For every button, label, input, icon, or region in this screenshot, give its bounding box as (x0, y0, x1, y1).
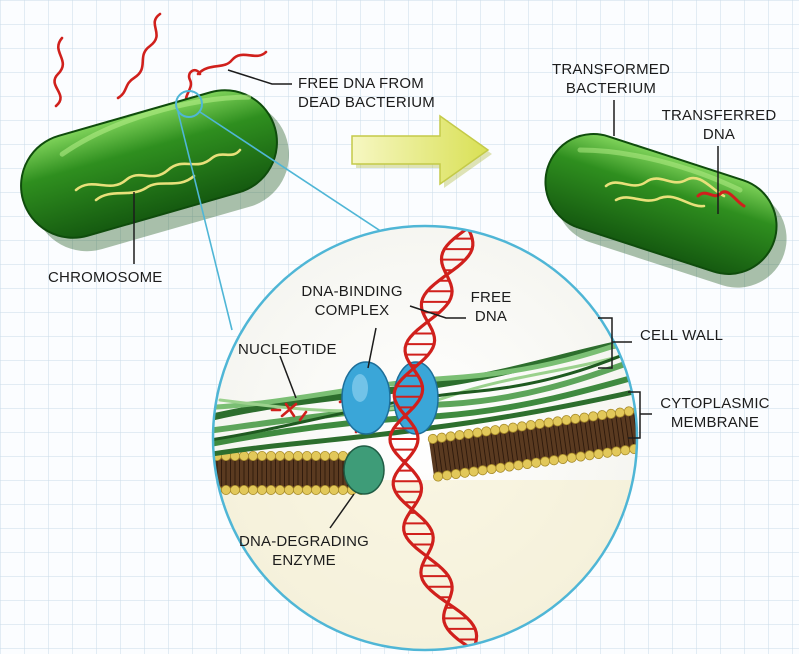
label-chromosome: CHROMOSOME (48, 268, 163, 287)
label-line: DEAD BACTERIUM (298, 93, 435, 112)
label-line: FREE DNA FROM (298, 74, 435, 93)
label-dna-binding-complex: DNA-BINDING COMPLEX (292, 282, 412, 320)
label-transformed-bacterium: TRANSFORMED BACTERIUM (546, 60, 676, 98)
label-line: DNA (660, 125, 778, 144)
lipid-head (293, 485, 302, 494)
lipid-head (302, 485, 311, 494)
label-line: MEMBRANE (654, 413, 776, 432)
label-transferred-dna: TRANSFERRED DNA (660, 106, 778, 144)
lipid-head (275, 451, 284, 460)
lipid-head (221, 485, 230, 494)
lipid-head (311, 485, 320, 494)
lipid-head (266, 485, 275, 494)
lipid-head (230, 485, 239, 494)
label-dna-degrading-enzyme: DNA-DEGRADING ENZYME (234, 532, 374, 570)
label-line: BACTERIUM (546, 79, 676, 98)
lipid-head (266, 451, 275, 460)
lipid-head (329, 451, 338, 460)
lipid-head (320, 485, 329, 494)
lipid-head (293, 451, 302, 460)
label-free-dna-from-dead-bacterium: FREE DNA FROM DEAD BACTERIUM (298, 74, 435, 112)
label-free-dna: FREE DNA (466, 288, 516, 326)
lipid-head (257, 451, 266, 460)
label-line: ENZYME (234, 551, 374, 570)
label-line: DNA (466, 307, 516, 326)
dna-degrading-enzyme (344, 446, 384, 494)
lipid-head (257, 485, 266, 494)
lipid-head (239, 451, 248, 460)
lipid-head (338, 485, 347, 494)
label-nucleotide: NUCLEOTIDE (238, 340, 337, 359)
cytoplasmic-membrane-left (203, 451, 365, 494)
label-line: CELL WALL (640, 326, 723, 345)
label-line: TRANSFERRED (660, 106, 778, 125)
label-line: DNA-DEGRADING (234, 532, 374, 551)
label-cytoplasmic-membrane: CYTOPLASMIC MEMBRANE (654, 394, 776, 432)
label-line: COMPLEX (292, 301, 412, 320)
label-line: CYTOPLASMIC (654, 394, 776, 413)
lipid-head (284, 451, 293, 460)
lipid-head (329, 485, 338, 494)
label-line: TRANSFORMED (546, 60, 676, 79)
lipid-head (239, 485, 248, 494)
lipid-head (248, 485, 257, 494)
label-line: DNA-BINDING (292, 282, 412, 301)
lipid-head (302, 451, 311, 460)
lipid-head (320, 451, 329, 460)
label-line: FREE (466, 288, 516, 307)
label-line: NUCLEOTIDE (238, 340, 337, 359)
lipid-head (275, 485, 284, 494)
lipid-head (311, 451, 320, 460)
lipid-head (248, 451, 257, 460)
label-line: CHROMOSOME (48, 268, 163, 287)
label-cell-wall: CELL WALL (640, 326, 723, 345)
lipid-head (284, 485, 293, 494)
